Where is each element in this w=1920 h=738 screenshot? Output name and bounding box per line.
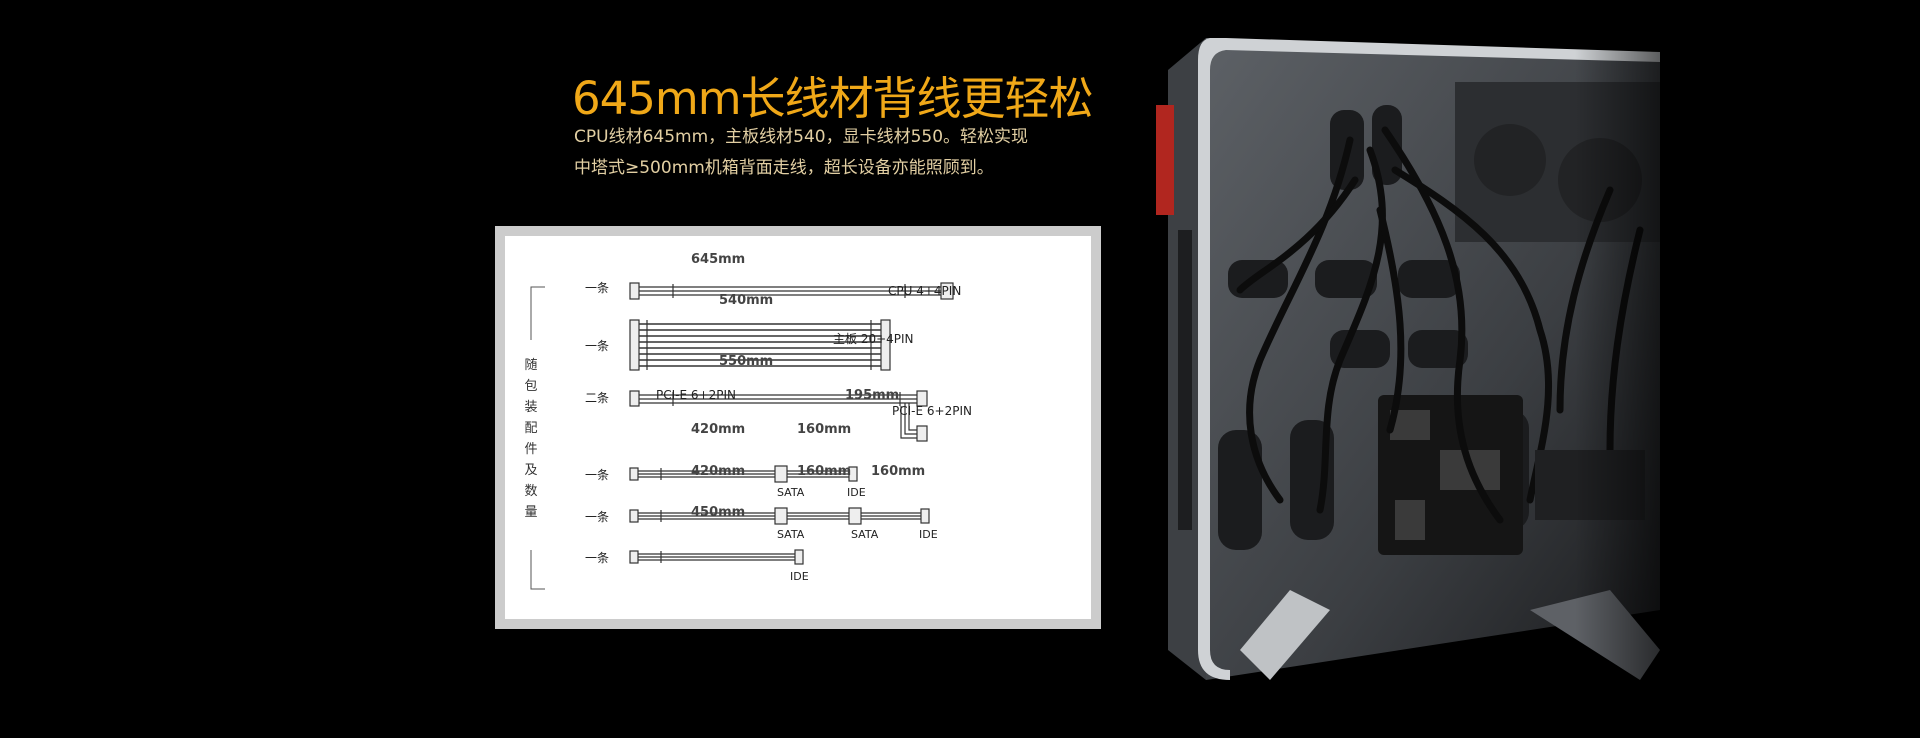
cable-mainboard [629,319,891,371]
connector-label: IDE [847,486,866,499]
side-label-char: 包 [524,379,537,394]
row-qty: 二条 [585,391,609,405]
connector-label: IDE [790,570,809,583]
length-label: 420mm [691,422,745,437]
cable-ide [629,549,804,565]
side-label-char: 及 [524,463,537,478]
cable-sata-sata-ide [629,507,930,525]
row-qty: 一条 [585,551,609,565]
description-line-1: CPU线材645mm，主板线材540，显卡线材550。轻松实现 [574,127,1029,147]
row-qty: 一条 [585,510,609,524]
seg-length-label: 160mm [797,464,851,479]
connector-label: 主板 20+4PIN [833,332,914,346]
connector-label: SATA [777,528,805,541]
connector-label: PCI-E 6+2PIN [656,388,736,402]
seg-length-label: 160mm [871,464,925,479]
cable-pcie [629,390,928,442]
ext-length-label: 195mm [845,388,899,403]
length-label: 540mm [719,293,773,308]
connector-label: IDE [919,528,938,541]
length-label: 450mm [691,505,745,520]
seg-length-label: 160mm [797,422,851,437]
row-qty: 一条 [585,339,609,353]
connector-label: SATA [777,486,805,499]
page-title: 645mm长线材背线更轻松 [572,72,1094,125]
cable-diagram-card: 随 包 装 配 件 及 数 量 [495,226,1101,629]
side-label-char: 装 [524,400,537,415]
cable-sata-ide [629,465,858,483]
pc-case-image [1140,30,1720,720]
connector-label: CPU 4+4PIN [888,284,961,298]
length-label: 550mm [719,354,773,369]
row-qty: 一条 [585,468,609,482]
cable-cpu [629,282,954,300]
side-label: 随 包 装 配 件 及 数 量 [524,358,537,520]
side-label-char: 件 [524,442,537,457]
row-qty: 一条 [585,281,609,295]
description-line-2: 中塔式≥500mm机箱背面走线，超长设备亦能照顾到。 [574,158,994,178]
connector-label: PCI-E 6+2PIN [892,404,972,418]
connector-label: SATA [851,528,879,541]
side-label-char: 数 [524,484,537,499]
side-label-char: 随 [524,358,537,373]
cable-diagram: 随 包 装 配 件 及 数 量 [505,236,1091,619]
length-label: 420mm [691,464,745,479]
length-label: 645mm [691,252,745,267]
side-label-char: 量 [524,505,537,520]
description: CPU线材645mm，主板线材540，显卡线材550。轻松实现 中塔式≥500m… [574,122,1094,184]
side-label-char: 配 [524,421,537,436]
